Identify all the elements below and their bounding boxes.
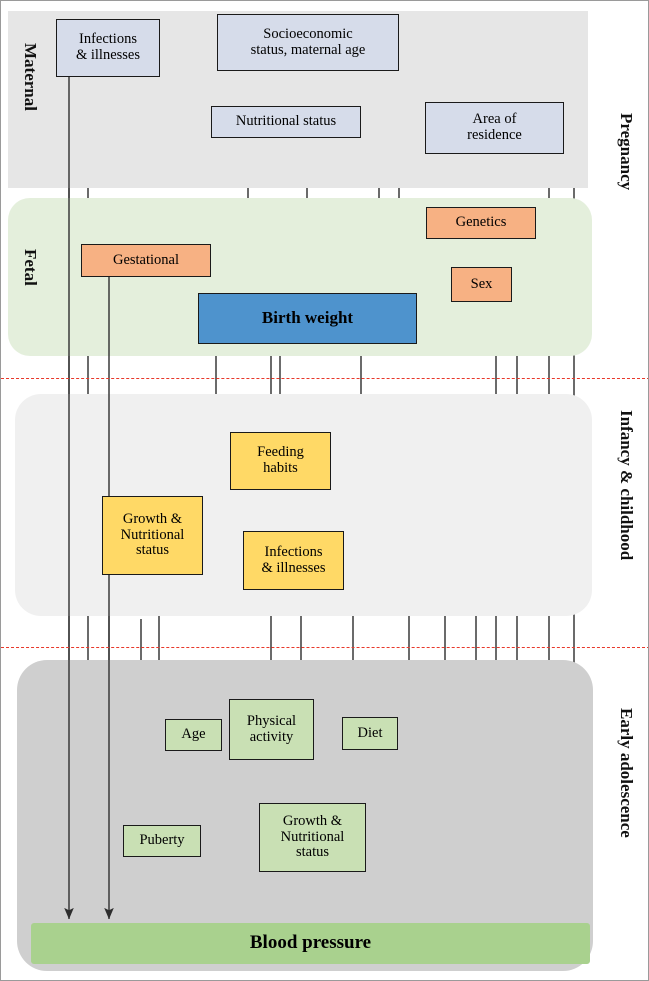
stage-label-pregnancy: Pregnancy (617, 113, 636, 191)
node-label: Birth weight (261, 308, 354, 328)
stage-label-maternal: Maternal (21, 43, 40, 111)
node-birth-weight[interactable]: Birth weight (198, 293, 417, 344)
node-genetics[interactable]: Genetics (426, 207, 536, 239)
node-puberty[interactable]: Puberty (123, 825, 201, 857)
node-maternal-infections[interactable]: Infections & illnesses (56, 19, 160, 77)
divider-pregnancy-infancy (1, 378, 648, 379)
node-child-infections[interactable]: Infections & illnesses (243, 531, 344, 590)
node-label: Puberty (139, 832, 185, 849)
node-sex[interactable]: Sex (451, 267, 512, 302)
node-feeding-habits[interactable]: Feeding habits (230, 432, 331, 490)
node-gestational[interactable]: Gestational (81, 244, 211, 277)
node-physical-activity[interactable]: Physical activity (229, 699, 314, 760)
node-label: Feeding habits (257, 444, 304, 476)
node-maternal-nutrition[interactable]: Nutritional status (211, 106, 361, 138)
node-child-growth-nutritional-status[interactable]: Growth & Nutritional status (102, 496, 203, 575)
node-diet[interactable]: Diet (342, 717, 398, 750)
node-label: Area of residence (467, 111, 522, 143)
node-socioeconomic[interactable]: Socioeconomic status, maternal age (217, 14, 399, 71)
stage-label-infancy-childhood: Infancy & childhood (617, 410, 636, 561)
node-label: Socioeconomic status, maternal age (250, 25, 366, 58)
stage-label-fetal: Fetal (21, 249, 40, 286)
node-label: Nutritional status (235, 113, 337, 130)
node-adolescent-growth-nutritional-status[interactable]: Growth & Nutritional status (259, 803, 366, 872)
node-label: Infections & illnesses (75, 31, 141, 63)
node-label: Blood pressure (249, 932, 372, 954)
node-area-of-residence[interactable]: Area of residence (425, 102, 564, 154)
divider-infancy-adolescence (1, 647, 648, 648)
node-label: Physical activity (246, 712, 297, 745)
node-label: Growth & Nutritional status (280, 813, 345, 861)
node-label: Infections & illnesses (261, 543, 326, 576)
node-label: Gestational (112, 251, 180, 268)
node-label: Growth & Nutritional status (120, 511, 185, 559)
stage-label-early-adolescence: Early adolescence (617, 708, 636, 838)
node-blood-pressure[interactable]: Blood pressure (31, 923, 590, 964)
node-label: Age (181, 726, 206, 743)
node-label: Diet (357, 724, 383, 741)
node-label: Sex (470, 275, 493, 292)
node-label: Genetics (455, 214, 507, 231)
node-age[interactable]: Age (165, 719, 222, 751)
